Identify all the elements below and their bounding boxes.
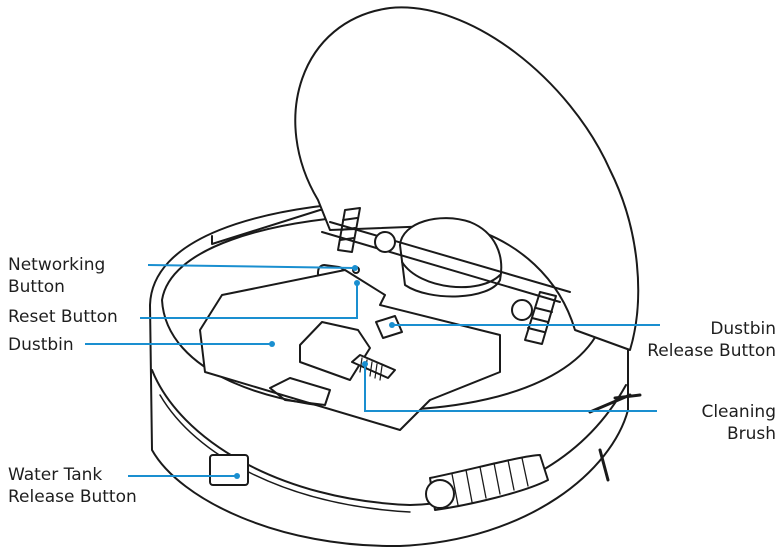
label-water-tank-line1: Water Tank — [8, 465, 103, 485]
label-cleaning-brush-line1: Cleaning — [701, 402, 776, 422]
leader-dot-cleaning-brush — [362, 361, 368, 367]
robot-open-lid — [294, 6, 640, 351]
dustbin-handle — [299, 321, 371, 381]
leader-reset-button — [140, 283, 358, 319]
leader-networking-button — [147, 264, 356, 269]
label-networking-button: Networking Button — [8, 254, 105, 298]
hinge-cap-left — [374, 231, 396, 253]
label-networking-button-line2: Button — [8, 277, 65, 297]
water-tank-release-graphic — [209, 454, 249, 486]
lid-hinge-rail — [321, 231, 561, 303]
label-cleaning-brush-line2: Brush — [726, 424, 776, 444]
label-reset-button: Reset Button — [8, 306, 118, 328]
hinge-cap-right — [511, 299, 533, 321]
label-cleaning-brush: Cleaning Brush — [701, 401, 776, 445]
label-dustbin-line1: Dustbin — [8, 335, 74, 355]
leader-dot-reset — [354, 280, 360, 286]
right-hinge-spring — [524, 291, 557, 345]
label-water-tank-line2: Release Button — [8, 487, 137, 507]
leader-dot-dustbin — [269, 341, 275, 347]
label-dustbin: Dustbin — [8, 334, 74, 356]
leader-cleaning-brush — [364, 364, 657, 412]
label-reset-button-line1: Reset Button — [8, 307, 118, 327]
robot-side-band — [151, 369, 627, 506]
label-dustbin-release-line1: Dustbin — [710, 319, 776, 339]
leader-dot-dustbin-release — [389, 322, 395, 328]
dustbin-release-button-graphic — [375, 315, 403, 339]
label-networking-button-line1: Networking — [8, 255, 106, 275]
label-dustbin-release-line2: Release Button — [647, 341, 776, 361]
leader-dot-networking — [352, 265, 358, 271]
front-grille — [425, 454, 549, 511]
leader-dot-water-tank — [234, 473, 240, 479]
label-dustbin-release-button: Dustbin Release Button — [647, 318, 776, 362]
left-hinge-spring — [337, 207, 361, 253]
label-water-tank-release-button: Water Tank Release Button — [8, 464, 137, 508]
side-brush — [588, 393, 642, 482]
